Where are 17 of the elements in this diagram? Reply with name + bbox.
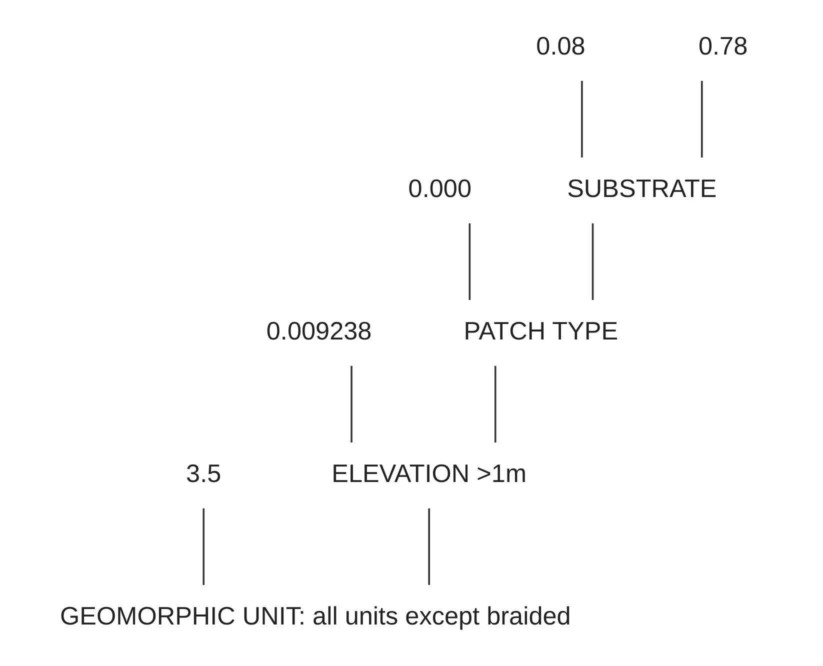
node-text: 3.5 [186, 460, 222, 488]
connector [701, 80, 703, 158]
connector [428, 508, 430, 585]
node-text: GEOMORPHIC UNIT: all units except braided [60, 602, 571, 631]
connector [494, 366, 496, 442]
node-text: ELEVATION >1m [332, 460, 526, 488]
connector [581, 80, 583, 158]
connector [468, 223, 471, 300]
node-text: SUBSTRATE [567, 175, 717, 204]
connector [592, 223, 594, 300]
node-text: 0.78 [698, 32, 748, 61]
node-text: 0.009238 [266, 318, 372, 346]
node-text: 0.000 [408, 175, 472, 204]
node-text: 0.08 [536, 32, 586, 61]
connector [202, 508, 205, 585]
node-text: PATCH TYPE [464, 318, 618, 346]
connector [350, 366, 352, 442]
